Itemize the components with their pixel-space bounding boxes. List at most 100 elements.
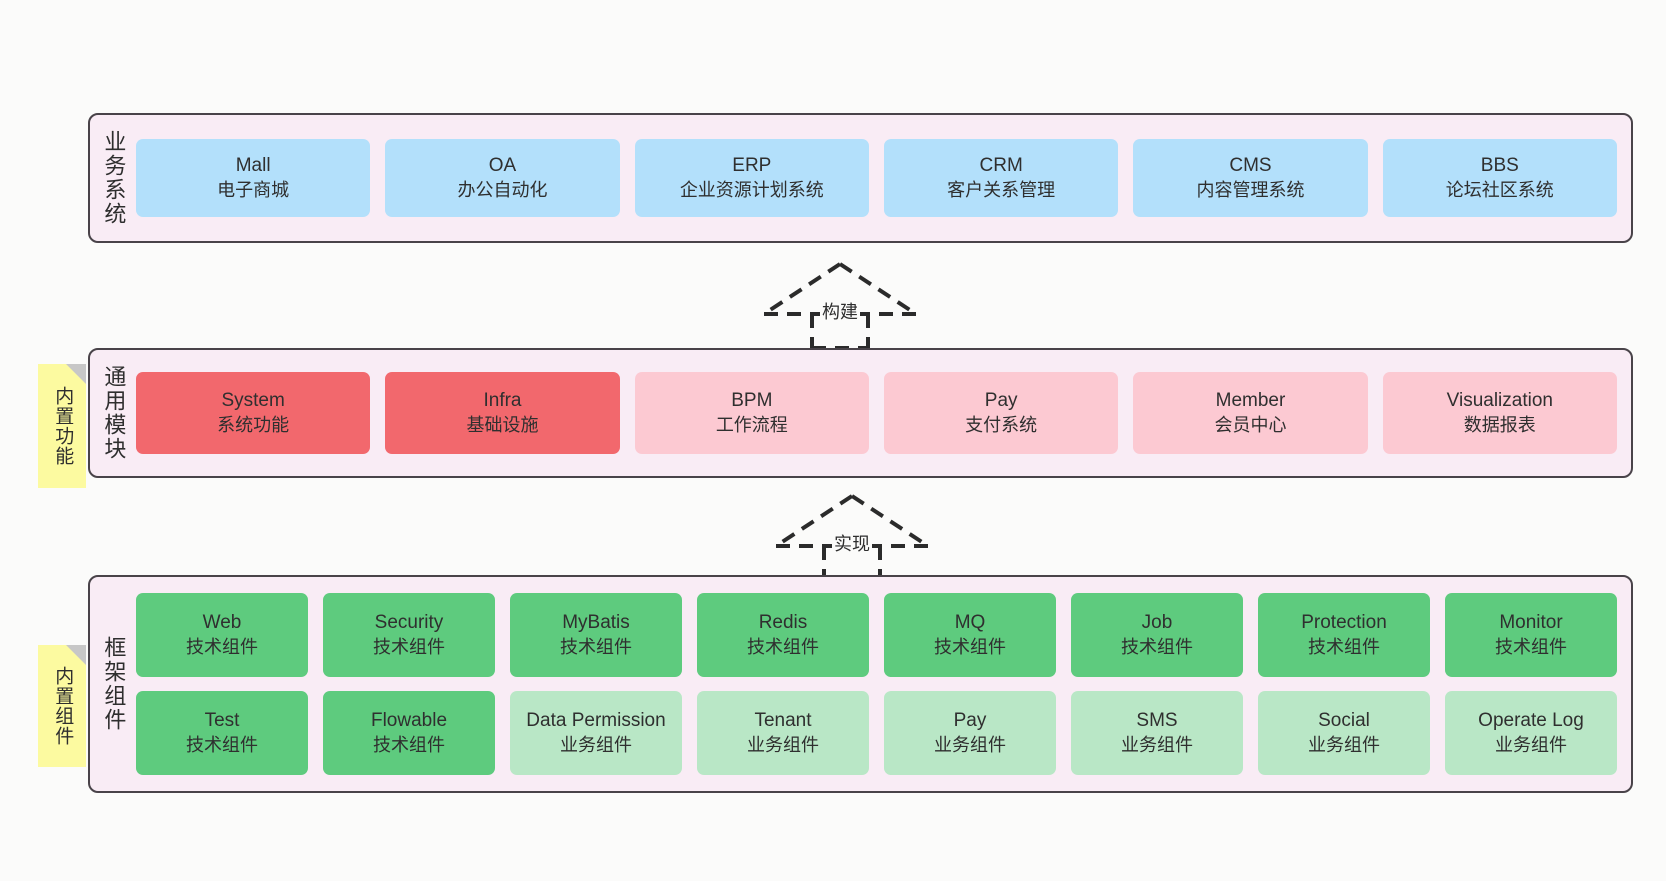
box-subtitle: 办公自动化 bbox=[457, 179, 548, 200]
box-visualization[interactable]: Visualization 数据报表 bbox=[1382, 372, 1617, 454]
folded-corner-icon bbox=[66, 364, 86, 384]
layer-framework-component: 框架组件 Web 技术组件 Security 技术组件 MyBatis 技术组件… bbox=[88, 575, 1633, 793]
folded-corner-icon bbox=[66, 645, 86, 665]
box-sms[interactable]: SMS 业务组件 bbox=[1071, 691, 1243, 775]
box-tenant[interactable]: Tenant 业务组件 bbox=[697, 691, 869, 775]
box-title: Redis bbox=[758, 612, 808, 634]
box-title: Tenant bbox=[754, 710, 812, 732]
box-title: Data Permission bbox=[526, 710, 666, 732]
box-subtitle: 电子商城 bbox=[217, 179, 290, 200]
box-subtitle: 内容管理系统 bbox=[1196, 179, 1305, 200]
box-title: Flowable bbox=[370, 710, 448, 732]
box-subtitle: 业务组件 bbox=[934, 734, 1006, 755]
box-infra[interactable]: Infra 基础设施 bbox=[385, 372, 620, 454]
box-title: Visualization bbox=[1446, 390, 1553, 412]
sticky-note-builtin-component: 内置组件 bbox=[38, 645, 86, 767]
box-web[interactable]: Web 技术组件 bbox=[136, 593, 308, 677]
box-title: Mall bbox=[235, 155, 271, 177]
box-bpm[interactable]: BPM 工作流程 bbox=[634, 372, 869, 454]
box-title: Test bbox=[204, 710, 240, 732]
sticky-note-builtin-feature: 内置功能 bbox=[38, 364, 86, 488]
connector-implement-label: 实现 bbox=[832, 530, 872, 556]
box-subtitle: 技术组件 bbox=[373, 636, 445, 657]
box-bbs[interactable]: BBS 论坛社区系统 bbox=[1382, 139, 1617, 217]
box-test[interactable]: Test 技术组件 bbox=[136, 691, 308, 775]
box-title: SMS bbox=[1136, 710, 1178, 732]
box-title: BPM bbox=[731, 390, 773, 412]
box-row: Test 技术组件 Flowable 技术组件 Data Permission … bbox=[136, 691, 1617, 775]
box-subtitle: 业务组件 bbox=[1121, 734, 1193, 755]
connector-build-label: 构建 bbox=[820, 298, 860, 324]
box-title: OA bbox=[488, 155, 517, 177]
box-subtitle: 业务组件 bbox=[560, 734, 632, 755]
box-cms[interactable]: CMS 内容管理系统 bbox=[1133, 139, 1368, 217]
box-title: Monitor bbox=[1499, 612, 1563, 634]
box-title: Protection bbox=[1301, 612, 1387, 634]
layer-business-system: 业务系统 Mall 电子商城 OA 办公自动化 ERP 企业资源计划系统 CRM… bbox=[88, 113, 1633, 243]
box-title: Security bbox=[374, 612, 444, 634]
box-title: MyBatis bbox=[562, 612, 630, 634]
box-subtitle: 论坛社区系统 bbox=[1445, 179, 1554, 200]
box-subtitle: 技术组件 bbox=[747, 636, 819, 657]
box-job[interactable]: Job 技术组件 bbox=[1071, 593, 1243, 677]
box-title: Social bbox=[1318, 710, 1370, 732]
box-subtitle: 基础设施 bbox=[466, 414, 539, 435]
box-title: Member bbox=[1215, 390, 1286, 412]
box-monitor[interactable]: Monitor 技术组件 bbox=[1445, 593, 1617, 677]
box-subtitle: 业务组件 bbox=[1495, 734, 1567, 755]
box-crm[interactable]: CRM 客户关系管理 bbox=[883, 139, 1119, 217]
box-row: Mall 电子商城 OA 办公自动化 ERP 企业资源计划系统 CRM 客户关系… bbox=[136, 139, 1617, 217]
box-title: Operate Log bbox=[1478, 710, 1584, 732]
box-title: CMS bbox=[1229, 155, 1272, 177]
box-redis[interactable]: Redis 技术组件 bbox=[697, 593, 869, 677]
box-subtitle: 工作流程 bbox=[715, 414, 788, 435]
box-security[interactable]: Security 技术组件 bbox=[323, 593, 495, 677]
box-protection[interactable]: Protection 技术组件 bbox=[1258, 593, 1430, 677]
box-title: Pay bbox=[984, 390, 1018, 412]
layer-label-framework-component: 框架组件 bbox=[101, 636, 127, 732]
box-data-permission[interactable]: Data Permission 业务组件 bbox=[510, 691, 682, 775]
box-oa[interactable]: OA 办公自动化 bbox=[385, 139, 620, 217]
box-subtitle: 会员中心 bbox=[1214, 414, 1287, 435]
box-title: Job bbox=[1141, 612, 1173, 634]
layer-body-framework-component: Web 技术组件 Security 技术组件 MyBatis 技术组件 Redi… bbox=[136, 577, 1631, 791]
box-operate-log[interactable]: Operate Log 业务组件 bbox=[1445, 691, 1617, 775]
box-subtitle: 支付系统 bbox=[965, 414, 1038, 435]
box-title: Web bbox=[202, 612, 242, 634]
sticky-note-label: 内置功能 bbox=[52, 386, 74, 466]
sticky-note-label: 内置组件 bbox=[52, 666, 74, 746]
layer-body-common-module: System 系统功能 Infra 基础设施 BPM 工作流程 Pay 支付系统… bbox=[136, 350, 1631, 476]
box-subtitle: 系统功能 bbox=[217, 414, 290, 435]
box-erp[interactable]: ERP 企业资源计划系统 bbox=[634, 139, 869, 217]
box-pay-business[interactable]: Pay 业务组件 bbox=[884, 691, 1056, 775]
connector-implement: 实现 bbox=[762, 490, 942, 582]
box-system[interactable]: System 系统功能 bbox=[136, 372, 371, 454]
box-flowable[interactable]: Flowable 技术组件 bbox=[323, 691, 495, 775]
box-social[interactable]: Social 业务组件 bbox=[1258, 691, 1430, 775]
box-title: Infra bbox=[483, 390, 522, 412]
box-mall[interactable]: Mall 电子商城 bbox=[136, 139, 371, 217]
box-subtitle: 技术组件 bbox=[186, 636, 258, 657]
layer-label-common-module: 通用模块 bbox=[101, 365, 127, 461]
box-subtitle: 技术组件 bbox=[1495, 636, 1567, 657]
box-subtitle: 业务组件 bbox=[1308, 734, 1380, 755]
box-mq[interactable]: MQ 技术组件 bbox=[884, 593, 1056, 677]
box-title: ERP bbox=[732, 155, 772, 177]
box-subtitle: 客户关系管理 bbox=[947, 179, 1056, 200]
box-title: Pay bbox=[953, 710, 987, 732]
box-subtitle: 技术组件 bbox=[934, 636, 1006, 657]
box-mybatis[interactable]: MyBatis 技术组件 bbox=[510, 593, 682, 677]
box-subtitle: 技术组件 bbox=[560, 636, 632, 657]
box-member[interactable]: Member 会员中心 bbox=[1133, 372, 1368, 454]
layer-label-business-system: 业务系统 bbox=[101, 130, 127, 226]
box-subtitle: 技术组件 bbox=[373, 734, 445, 755]
box-row: Web 技术组件 Security 技术组件 MyBatis 技术组件 Redi… bbox=[136, 593, 1617, 677]
box-title: System bbox=[221, 390, 285, 412]
box-title: CRM bbox=[979, 155, 1023, 177]
connector-build: 构建 bbox=[750, 258, 930, 350]
box-subtitle: 技术组件 bbox=[186, 734, 258, 755]
box-pay[interactable]: Pay 支付系统 bbox=[883, 372, 1119, 454]
box-title: MQ bbox=[954, 612, 986, 634]
box-title: BBS bbox=[1480, 155, 1519, 177]
box-row: System 系统功能 Infra 基础设施 BPM 工作流程 Pay 支付系统… bbox=[136, 372, 1617, 454]
